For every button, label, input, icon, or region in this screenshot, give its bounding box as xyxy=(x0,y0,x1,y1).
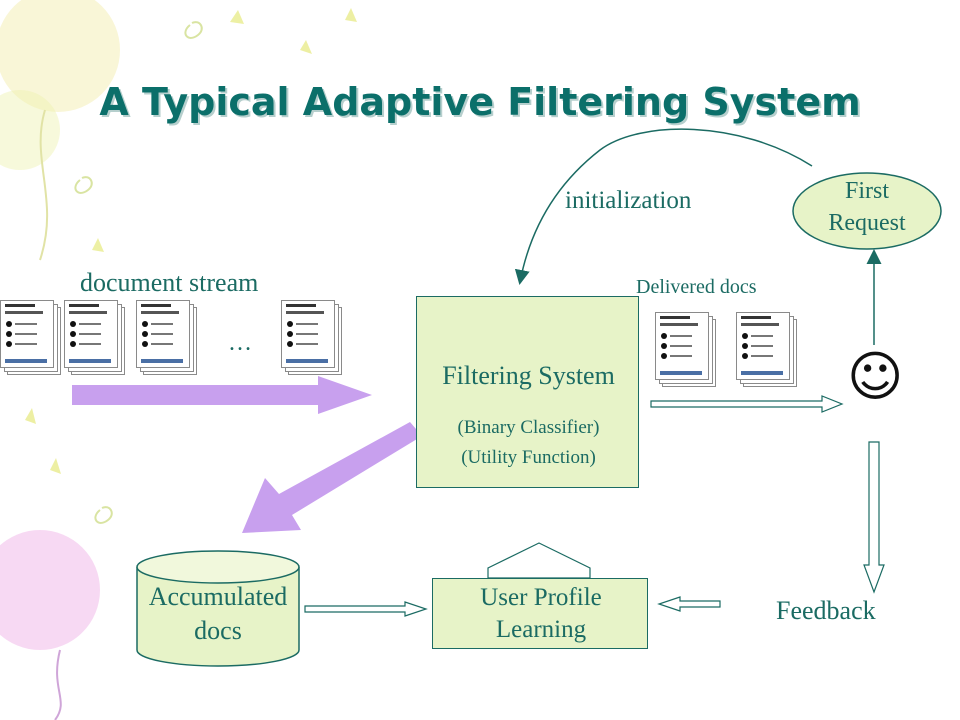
learning-upward-arrow xyxy=(487,542,591,579)
initialization-arrow xyxy=(514,128,813,285)
accumulated-docs-line2: docs xyxy=(194,616,242,645)
first-request-line1: First xyxy=(844,178,889,204)
document-stream-label: document stream xyxy=(80,268,259,297)
to-accumulated-arrow xyxy=(242,422,422,533)
first-request-ellipse xyxy=(792,172,942,250)
document-icon xyxy=(64,300,126,376)
accumulated-docs-cylinder xyxy=(136,550,300,667)
user-profile-learning-label: User Profile Learning xyxy=(433,582,649,646)
document-icon xyxy=(136,300,198,376)
document-icon xyxy=(0,300,62,376)
first-request-line2: Request xyxy=(828,210,906,236)
user-smiley-icon: ☺ xyxy=(847,345,904,408)
filtering-system-box: Filtering System (Binary Classifier) (Ut… xyxy=(416,296,639,488)
delivered-document-icon xyxy=(655,312,717,388)
ellipsis-label: … xyxy=(228,330,252,356)
delivered-document-icon xyxy=(736,312,798,388)
feedback-to-learning-arrow xyxy=(657,596,721,612)
user-profile-learning-box: User Profile Learning xyxy=(432,578,648,649)
to-feedback-arrow xyxy=(863,441,885,594)
accumulated-to-learning-arrow xyxy=(304,601,428,617)
user-profile-learning-line1: User Profile xyxy=(480,584,602,611)
first-request-label: First Request xyxy=(793,175,941,239)
slide-title: A Typical Adaptive Filtering System xyxy=(99,80,861,124)
feedback-label: Feedback xyxy=(776,596,876,625)
accumulated-docs-label: Accumulated docs xyxy=(127,580,309,648)
document-icon xyxy=(281,300,343,376)
delivered-docs-label: Delivered docs xyxy=(636,276,757,298)
filtering-system-line1: (Binary Classifier) xyxy=(457,417,600,438)
document-stream-arrow xyxy=(72,376,372,414)
filtering-system-line2: (Utility Function) xyxy=(461,447,596,468)
initialization-label: initialization xyxy=(565,187,692,214)
balloon-decoration xyxy=(0,0,120,720)
to-user-arrow xyxy=(650,395,844,413)
swirl-decoration xyxy=(74,21,203,524)
accumulated-docs-line1: Accumulated xyxy=(148,582,288,611)
user-profile-learning-line2: Learning xyxy=(495,616,587,643)
filtering-system-title: Filtering System xyxy=(442,361,615,390)
